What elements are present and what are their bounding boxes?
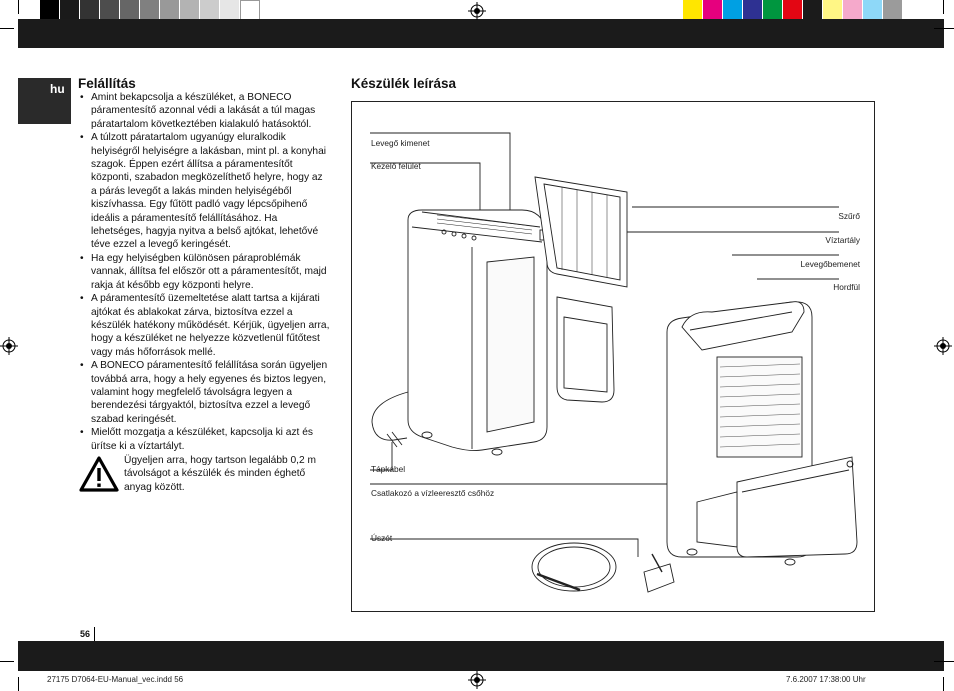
dehumidifier-illustration xyxy=(370,132,858,593)
registration-mark-icon xyxy=(934,337,952,355)
gray-swatch xyxy=(200,0,220,20)
gray-swatch xyxy=(40,0,60,20)
color-swatch xyxy=(883,0,903,20)
language-tab xyxy=(18,78,71,124)
footer-file-slug: 27175 D7064-EU-Manual_vec.indd 56 xyxy=(47,675,184,684)
registration-mark-icon xyxy=(468,671,486,689)
crop-mark xyxy=(0,661,14,662)
footer-timestamp: 7.6.2007 17:38:00 Uhr xyxy=(786,675,866,684)
gray-color-bar xyxy=(40,0,260,20)
crop-mark xyxy=(18,0,19,14)
list-item: A túlzott páratartalom ugyanúgy eluralko… xyxy=(78,131,330,252)
registration-mark-icon xyxy=(0,337,18,355)
gray-swatch xyxy=(80,0,100,20)
color-swatch xyxy=(863,0,883,20)
list-item: A BONECO páramentesítő felállítása során… xyxy=(78,359,330,426)
crop-mark xyxy=(934,28,954,29)
gray-swatch xyxy=(140,0,160,20)
color-swatch xyxy=(703,0,723,20)
color-swatch xyxy=(803,0,823,20)
color-swatch xyxy=(683,0,703,20)
page-number: 56 xyxy=(80,629,91,639)
label-air-outlet: Levegő kimenet xyxy=(371,138,430,148)
warning-text: Ügyeljen arra, hogy tartson legalább 0,2… xyxy=(124,455,316,493)
list-item: Amint bekapcsolja a készüléket, a BONECO… xyxy=(78,91,330,131)
registration-mark-icon xyxy=(468,2,486,20)
color-swatch xyxy=(743,0,763,20)
setup-instructions: Amint bekapcsolja a készüléket, a BONECO… xyxy=(78,91,330,453)
crop-mark xyxy=(18,677,19,691)
crop-mark xyxy=(934,661,954,662)
label-float: Úszót xyxy=(371,533,393,543)
color-swatch xyxy=(763,0,783,20)
color-swatch xyxy=(783,0,803,20)
color-swatch xyxy=(843,0,863,20)
language-tab-label: hu xyxy=(50,82,65,96)
gray-swatch xyxy=(160,0,180,20)
setup-bullet-list: Amint bekapcsolja a készüléket, a BONECO… xyxy=(78,91,330,453)
device-diagram: Levegő kimenet Kezelő felület Szűrő Vízt… xyxy=(351,101,875,612)
label-air-inlet: Levegőbemenet xyxy=(800,259,860,269)
gray-swatch xyxy=(220,0,240,20)
gray-swatch xyxy=(100,0,120,20)
list-item: A páramentesítő üzemeltetése alatt tarts… xyxy=(78,292,330,359)
process-color-bar xyxy=(683,0,903,20)
page-number-box xyxy=(78,627,95,641)
warning-triangle-icon xyxy=(79,456,119,492)
crop-mark xyxy=(0,28,14,29)
list-item: Mielőtt mozgatja a készüléket, kapcsolja… xyxy=(78,426,330,453)
color-swatch xyxy=(823,0,843,20)
crop-mark xyxy=(943,677,944,691)
gray-swatch xyxy=(60,0,80,20)
label-drain-connector: Csatlakozó a vízleeresztő csőhöz xyxy=(371,488,495,498)
list-item: Ha egy helyiségben különösen páraproblém… xyxy=(78,252,330,292)
crop-mark xyxy=(943,0,944,14)
section-heading-device: Készülék leírása xyxy=(351,76,457,91)
gray-swatch xyxy=(240,0,260,20)
label-control-panel: Kezelő felület xyxy=(371,161,421,171)
gray-swatch xyxy=(180,0,200,20)
top-black-band xyxy=(18,19,944,48)
label-tank: Víztartály xyxy=(825,235,860,245)
label-filter: Szűrő xyxy=(838,211,860,221)
gray-swatch xyxy=(120,0,140,20)
label-handle: Hordfül xyxy=(833,282,860,292)
bottom-black-band xyxy=(18,641,944,671)
section-heading-setup: Felállítás xyxy=(78,76,136,91)
label-power-cable: Tápkábel xyxy=(371,464,406,474)
color-swatch xyxy=(723,0,743,20)
